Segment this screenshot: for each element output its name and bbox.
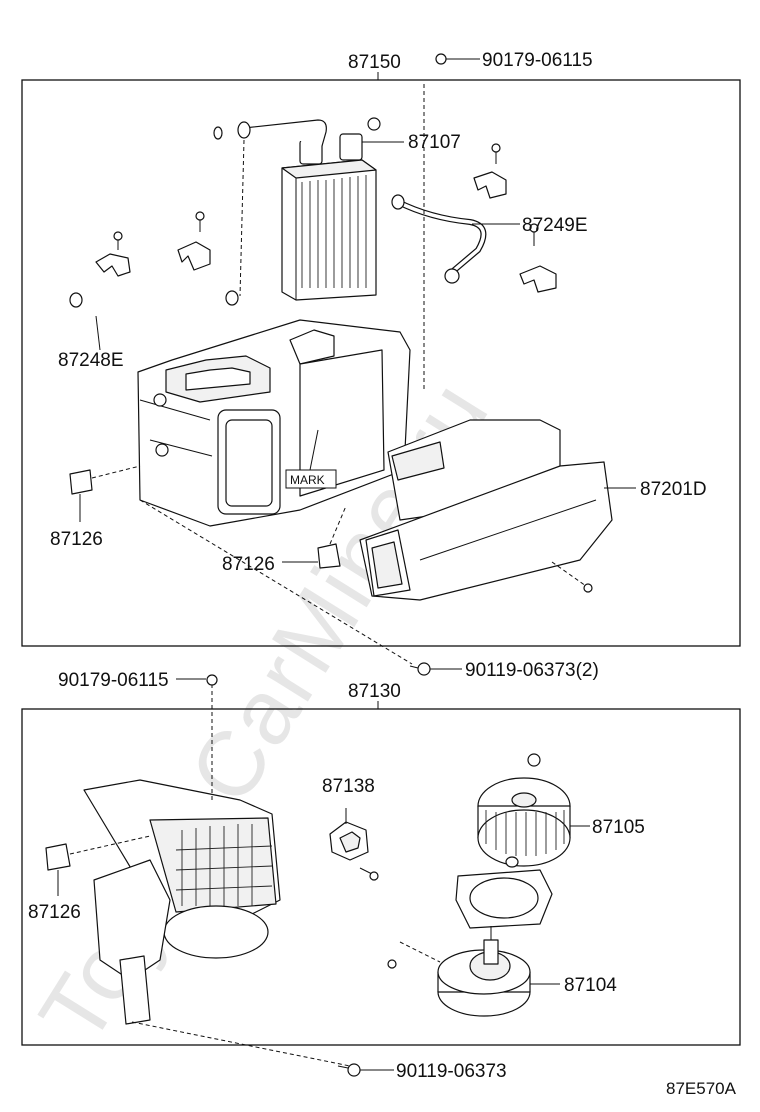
callout-nut-bottom: 90179-06115 [58,670,169,691]
clip-upper-illustration [69,465,347,569]
callout-duct: 87201D [640,479,707,500]
callout-hose-right: 87249E [522,215,588,236]
hose-right-illustration [391,194,487,284]
callout-screw-mid: 90119-06373(2) [465,660,599,681]
lower-screw-guide-line [131,1021,351,1067]
screw-bottom-icon [337,1063,361,1077]
screw-mid-icon [409,662,431,676]
lower-assembly-frame [21,708,741,1046]
callout-screw-bottom: 90119-06373 [396,1061,507,1082]
heater-core-illustration [281,133,377,301]
clamp-brackets-illustration [95,143,557,293]
heater-pipe-illustration [213,117,381,147]
callout-motor: 87104 [564,975,617,996]
blower-fan-illustration [477,753,571,868]
callout-nut-top: 90179-06115 [482,50,593,71]
upper-assembly-frame [21,79,741,647]
mark-label: MARK [285,429,337,489]
blower-motor-illustration [387,926,531,1017]
diagram-code: 87E570A [666,1079,737,1098]
callout-clip-mid: 87126 [222,554,275,575]
mark-text: MARK [290,473,325,487]
resistor-illustration [329,808,379,881]
heater-case-illustration [137,84,425,527]
callout-main-bottom: 87130 [348,681,401,702]
gasket-illustration [455,869,553,929]
callout-clip-left: 87126 [50,529,103,550]
blower-case-illustration [83,684,281,1025]
callout-fan: 87105 [592,817,645,838]
screw-guide-line [139,499,413,665]
air-duct-illustration [359,419,613,601]
clip-lower-illustration [45,835,151,871]
nut-top-icon [435,53,447,65]
callout-resistor: 87138 [322,776,375,797]
nut-bottom-icon [206,674,218,686]
callout-clip-bottom: 87126 [28,902,81,923]
callout-hose-left: 87248E [58,350,124,371]
callout-heater-core: 87107 [408,132,461,153]
callout-main-top: 87150 [348,52,401,73]
hose-left-illustration [69,139,245,331]
